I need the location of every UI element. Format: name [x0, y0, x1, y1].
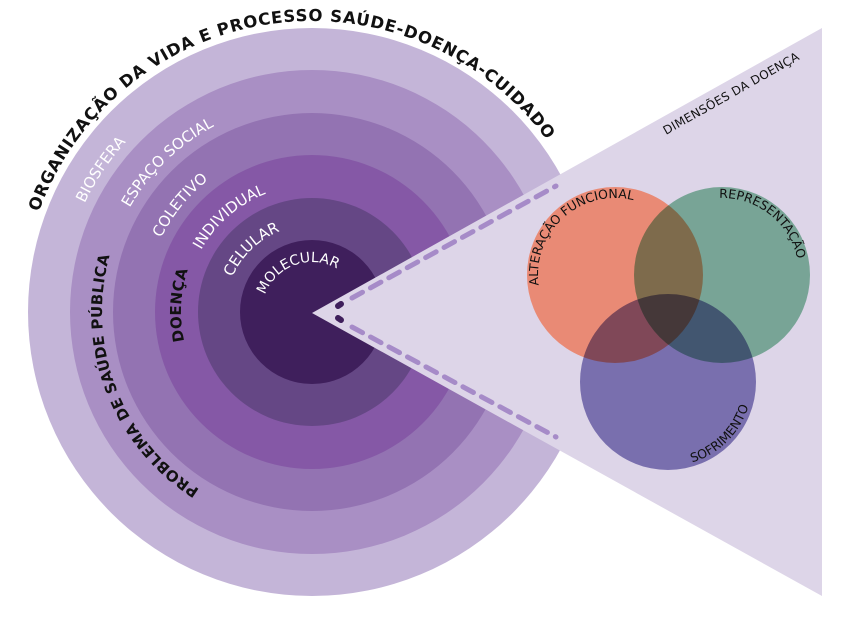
dashed-connector-bottom	[349, 324, 559, 440]
dashed-connector-bottom-start	[335, 315, 344, 323]
dashed-connectors	[335, 183, 559, 440]
dashed-connector-top-start	[335, 301, 344, 309]
venn-diagram	[527, 187, 810, 470]
ring-molecular	[240, 240, 384, 384]
dashed-connector-top	[349, 183, 559, 301]
concentric-rings	[28, 28, 596, 596]
venn-circle-suffering	[580, 294, 756, 470]
